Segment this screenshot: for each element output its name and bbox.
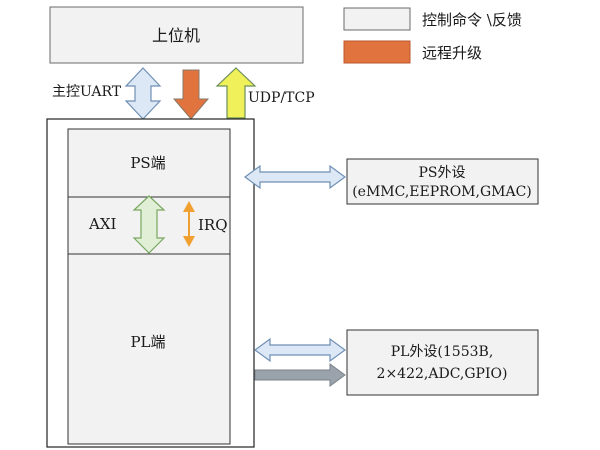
ps-label: PS端 xyxy=(130,154,165,172)
pl-label: PL端 xyxy=(130,333,165,351)
pl-peripheral-line1: PL外设(1553B, xyxy=(391,344,494,360)
ps-peripheral-line2: (eMMC,EEPROM,GMAC) xyxy=(352,184,532,200)
udp-up-arrow xyxy=(215,67,257,119)
pl-peripheral-gray-arrow xyxy=(254,363,346,387)
pl-peripheral-box xyxy=(346,329,539,396)
upgrade-down-arrow xyxy=(172,69,210,120)
legend-label-upgrade: 远程升级 xyxy=(422,44,482,62)
ps-peripheral-box xyxy=(346,158,539,205)
irq-arrow xyxy=(183,201,195,247)
legend-swatch-control xyxy=(343,7,411,31)
uart-double-arrow xyxy=(124,67,162,120)
uart-label: 主控UART xyxy=(52,84,122,100)
ps-peripheral-line1: PS外设 xyxy=(418,165,465,181)
pl-peripheral-double-arrow xyxy=(253,337,347,363)
axi-label: AXI xyxy=(88,215,117,233)
host-links: 主控UART UDP/TCP xyxy=(52,67,315,120)
host-block: 上位机 xyxy=(49,6,304,64)
udp-label: UDP/TCP xyxy=(248,90,315,106)
irq-label: IRQ xyxy=(198,216,228,234)
axi-double-arrow xyxy=(132,195,166,254)
ps-peripheral-double-arrow xyxy=(243,164,347,190)
pl-peripheral-line2: 2×422,ADC,GPIO) xyxy=(377,366,508,382)
legend-swatch-upgrade xyxy=(343,40,411,64)
legend: 控制命令 \反馈 远程升级 xyxy=(343,7,522,64)
legend-label-control: 控制命令 \反馈 xyxy=(422,11,522,29)
host-label: 上位机 xyxy=(152,26,200,45)
ps-box xyxy=(67,128,231,198)
pl-box xyxy=(67,253,231,445)
host-box xyxy=(49,6,304,64)
